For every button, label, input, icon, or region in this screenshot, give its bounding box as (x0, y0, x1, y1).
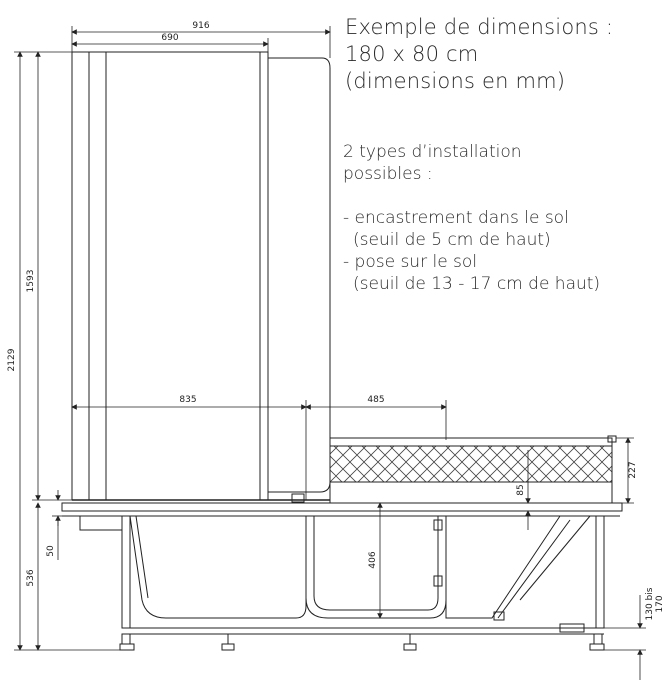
shower-panel (71, 51, 331, 503)
installation-notes: 2 types d’installation possibles : - enc… (343, 141, 600, 295)
title-line-1: Exemple de dimensions : (345, 15, 614, 39)
dim-85: 85 (516, 484, 526, 495)
dim-1593: 1593 (26, 270, 36, 293)
dim-170: 170 (655, 595, 665, 612)
install-heading-2: possibles : (343, 164, 433, 184)
raised-platform (329, 435, 617, 504)
install-option-1: - encastrement dans le sol (343, 208, 569, 228)
install-heading-1: 2 types d’installation (343, 142, 522, 162)
title-line-3: (dimensions en mm) (345, 69, 566, 93)
support-frame (79, 515, 605, 651)
install-option-2: - pose sur le sol (343, 252, 478, 272)
dim-2129: 2129 (7, 348, 17, 371)
title-line-2: 180 x 80 cm (345, 42, 479, 66)
dim-130-bis: 130 bis (645, 587, 655, 620)
dimensions-title: Exemple de dimensions : 180 x 80 cm (dim… (345, 14, 613, 95)
dimension-lines (14, 26, 646, 680)
tub-body (129, 515, 591, 621)
dim-50: 50 (46, 545, 56, 557)
bath-rim (61, 502, 623, 517)
dim-835: 835 (179, 395, 196, 405)
install-option-2-detail: (seuil de 13 - 17 cm de haut) (353, 274, 601, 294)
dim-485: 485 (367, 395, 384, 405)
dim-536: 536 (26, 569, 36, 586)
dim-227: 227 (628, 461, 638, 478)
dim-406: 406 (368, 551, 378, 568)
dim-916: 916 (192, 21, 209, 31)
dim-690: 690 (161, 33, 178, 43)
install-option-1-detail: (seuil de 5 cm de haut) (353, 230, 551, 250)
